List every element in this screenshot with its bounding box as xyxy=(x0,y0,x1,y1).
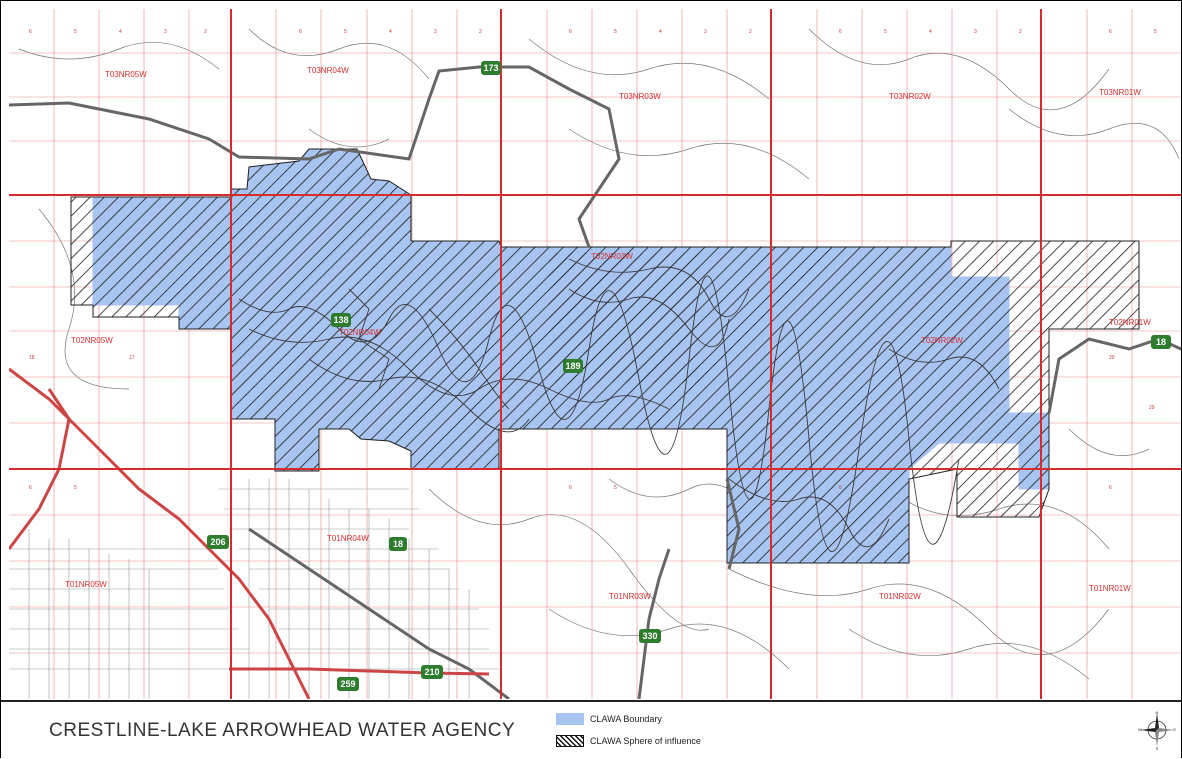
svg-text:6: 6 xyxy=(1109,29,1112,35)
township-label: T01NR02W xyxy=(879,592,921,601)
svg-text:6: 6 xyxy=(299,29,302,35)
legend-boundary: CLAWA Boundary xyxy=(556,712,662,726)
highway-shield: 206 xyxy=(207,535,229,549)
svg-text:210: 210 xyxy=(424,667,439,677)
svg-text:6: 6 xyxy=(569,29,572,35)
svg-text:N: N xyxy=(1156,710,1159,715)
svg-text:3: 3 xyxy=(164,29,167,35)
compass-rose-icon: N E S W xyxy=(1138,710,1176,750)
svg-text:2: 2 xyxy=(1019,29,1022,35)
highway-shield: 173 xyxy=(481,61,501,75)
svg-text:189: 189 xyxy=(565,361,580,371)
township-label: T03NR02W xyxy=(889,92,931,101)
svg-text:206: 206 xyxy=(210,537,225,547)
legend-boundary-label: CLAWA Boundary xyxy=(590,714,662,724)
township-label: T03NR04W xyxy=(307,66,349,75)
township-label: T03NR03W xyxy=(619,92,661,101)
streams xyxy=(18,28,1180,680)
township-label: T03NR05W xyxy=(105,70,147,79)
map-footer: CRESTLINE-LAKE ARROWHEAD WATER AGENCY CL… xyxy=(1,700,1181,759)
svg-text:6: 6 xyxy=(839,29,842,35)
mountain-roads xyxy=(238,258,1000,552)
svg-text:17: 17 xyxy=(129,355,135,361)
svg-text:6: 6 xyxy=(839,485,842,491)
township-label: T02NR05W xyxy=(71,336,113,345)
svg-text:4: 4 xyxy=(929,29,932,35)
svg-text:6: 6 xyxy=(29,29,32,35)
svg-text:4: 4 xyxy=(119,29,122,35)
svg-text:138: 138 xyxy=(333,315,348,325)
highway-shield: 138 xyxy=(331,313,351,327)
svg-text:6: 6 xyxy=(1109,485,1112,491)
svg-text:2: 2 xyxy=(204,29,207,35)
highway-shield: 259 xyxy=(337,677,359,691)
township-label: T01NR04W xyxy=(327,534,369,543)
map-title: CRESTLINE-LAKE ARROWHEAD WATER AGENCY xyxy=(49,720,516,741)
svg-text:5: 5 xyxy=(614,485,617,491)
svg-text:18: 18 xyxy=(1156,337,1166,347)
svg-text:4: 4 xyxy=(659,29,662,35)
legend-sphere: CLAWA Sphere of influence xyxy=(556,734,701,748)
svg-text:5: 5 xyxy=(884,29,887,35)
highway-shield: 18 xyxy=(389,537,407,551)
section-numbers: 6 5 4 3 2 6 5 4 3 2 6 5 4 3 2 6 5 4 3 2 6 5 6 5 6 5 6 6 18 17 20… xyxy=(29,29,1157,491)
highway-shield: 330 xyxy=(639,629,661,643)
map-svg: 6 5 4 3 2 6 5 4 3 2 6 5 4 3 2 6 5 4 3 2 6 5 6 5 6 5 6 6 18 17 20… xyxy=(9,9,1181,699)
township-label: T02NR03W xyxy=(591,252,633,261)
svg-text:2: 2 xyxy=(479,29,482,35)
svg-text:4: 4 xyxy=(389,29,392,35)
svg-text:6: 6 xyxy=(569,485,572,491)
svg-text:173: 173 xyxy=(483,63,498,73)
svg-text:5: 5 xyxy=(74,485,77,491)
svg-text:W: W xyxy=(1138,727,1142,732)
highway-shield: 18 xyxy=(1151,335,1171,349)
legend-sphere-label: CLAWA Sphere of influence xyxy=(590,736,701,746)
svg-text:6: 6 xyxy=(29,485,32,491)
svg-text:5: 5 xyxy=(1154,29,1157,35)
township-label: T02NR01W xyxy=(1109,318,1151,327)
township-label: T01NR05W xyxy=(65,580,107,589)
svg-text:3: 3 xyxy=(704,29,707,35)
svg-text:5: 5 xyxy=(344,29,347,35)
township-label: T02NR02W xyxy=(921,336,963,345)
svg-text:2: 2 xyxy=(749,29,752,35)
township-label: T01NR03W xyxy=(609,592,651,601)
svg-text:20: 20 xyxy=(1109,355,1115,361)
svg-text:18: 18 xyxy=(393,539,403,549)
highway-shield: 210 xyxy=(421,665,443,679)
highway-shields: 173 138 189 18 18 xyxy=(207,61,1171,691)
svg-text:3: 3 xyxy=(434,29,437,35)
svg-text:3: 3 xyxy=(974,29,977,35)
svg-text:330: 330 xyxy=(642,631,657,641)
township-labels: T03NR05W T03NR04W T03NR03W T03NR02W T03N… xyxy=(65,66,1151,601)
boundary-swatch xyxy=(556,713,584,725)
township-grid xyxy=(9,9,1181,699)
svg-text:29: 29 xyxy=(1149,405,1155,411)
highway-shield: 189 xyxy=(563,359,583,373)
map-canvas[interactable]: 6 5 4 3 2 6 5 4 3 2 6 5 4 3 2 6 5 4 3 2 6 5 6 5 6 5 6 6 18 17 20… xyxy=(9,9,1181,699)
township-label: T02NR04W xyxy=(339,328,381,337)
svg-text:S: S xyxy=(1156,746,1159,750)
svg-text:259: 259 xyxy=(340,679,355,689)
svg-text:5: 5 xyxy=(74,29,77,35)
sphere-swatch xyxy=(556,735,584,747)
township-label: T03NR01W xyxy=(1099,88,1141,97)
svg-text:E: E xyxy=(1173,727,1176,732)
svg-text:5: 5 xyxy=(614,29,617,35)
township-label: T01NR01W xyxy=(1089,584,1131,593)
urban-street-grid xyxy=(9,479,499,699)
svg-text:18: 18 xyxy=(29,355,35,361)
